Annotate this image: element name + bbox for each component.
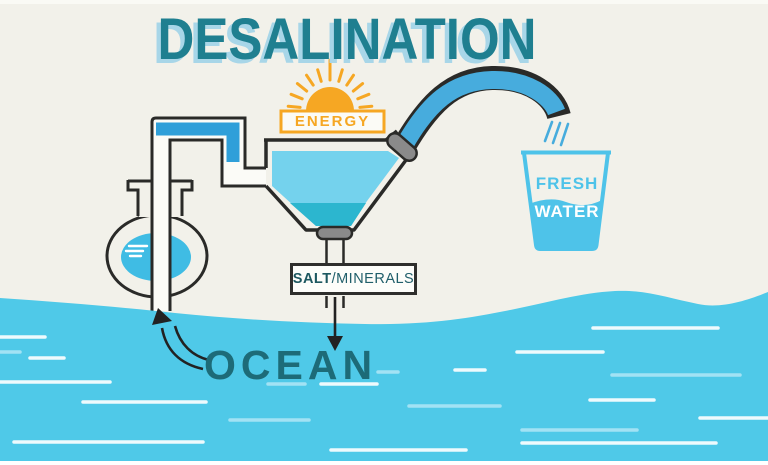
- salt-minerals-label-box: SALT/MINERALS: [290, 263, 417, 295]
- salt-minerals-tube: [325, 239, 345, 308]
- spout-stopper: [386, 132, 418, 162]
- water-label: WATER: [534, 202, 600, 221]
- evaporation-vessel-icon: [264, 129, 411, 308]
- salt-label: SALT: [292, 271, 332, 287]
- flask-water-highlight: [124, 244, 149, 258]
- fresh-label: FRESH: [535, 174, 599, 193]
- curved-intake-arrow-icon: [152, 308, 210, 371]
- top-border-strip: [0, 0, 768, 4]
- glass-water: [529, 199, 602, 249]
- page-title: DESALINATION: [157, 7, 537, 72]
- ocean-waves: [0, 290, 768, 465]
- water-drips-icon: [543, 120, 570, 147]
- ocean-label: OCEAN: [204, 342, 378, 388]
- sun-energy-icon: [286, 58, 374, 111]
- funnel-water-dark: [290, 203, 366, 226]
- bottom-stopper: [315, 225, 354, 241]
- faucet-spout-icon: [386, 66, 571, 162]
- energy-label: ENERGY: [294, 113, 371, 130]
- energy-box: [279, 109, 386, 134]
- salt-down-arrow-icon: [327, 297, 343, 351]
- ocean-streaks: [0, 326, 768, 452]
- sun-disc: [306, 87, 354, 111]
- minerals-label: /MINERALS: [331, 271, 415, 287]
- fresh-water-glass-icon: [521, 150, 611, 251]
- pipe-water-stream: [156, 122, 240, 162]
- bottom-border-strip: [0, 461, 768, 465]
- condenser-pipe-icon: [150, 116, 266, 311]
